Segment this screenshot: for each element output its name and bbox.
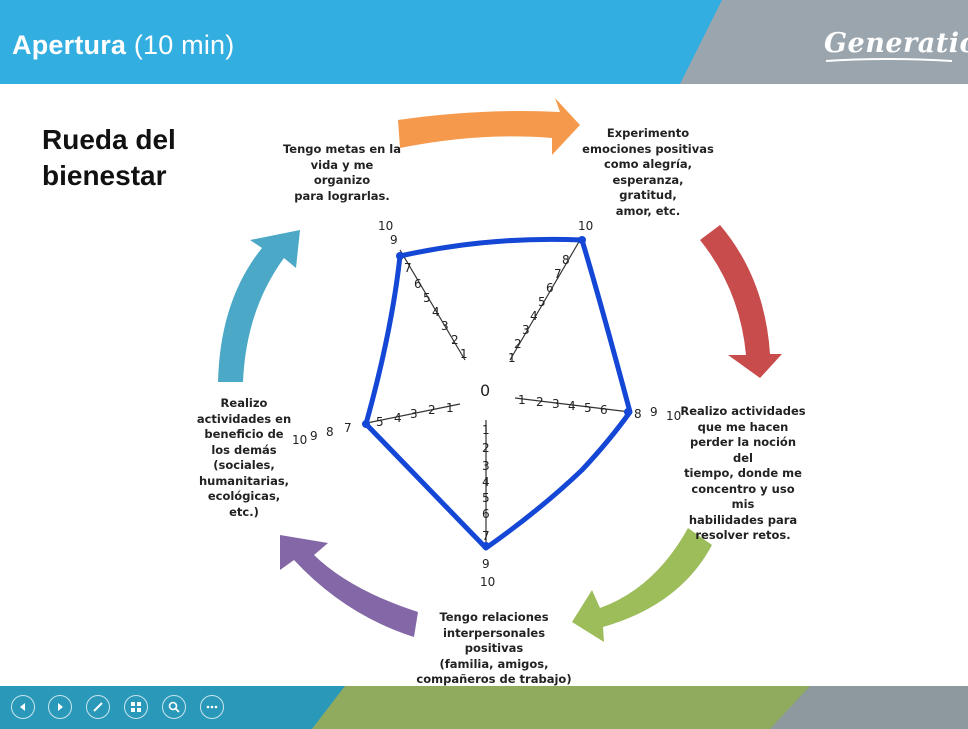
- svg-text:2: 2: [451, 333, 459, 347]
- svg-text:5: 5: [423, 291, 431, 305]
- header-bar: [0, 0, 968, 84]
- green-arrow: [572, 528, 712, 642]
- svg-text:8: 8: [326, 425, 334, 439]
- svg-text:3: 3: [441, 319, 449, 333]
- svg-text:4: 4: [432, 305, 440, 319]
- red-arrow: [700, 225, 782, 378]
- svg-text:10: 10: [666, 409, 681, 423]
- svg-text:7: 7: [482, 529, 490, 543]
- blue-arrow: [218, 230, 300, 382]
- wheel-center-zero: 0: [480, 381, 490, 400]
- svg-text:5: 5: [482, 491, 490, 505]
- svg-text:2: 2: [428, 403, 436, 417]
- svg-text:5: 5: [584, 401, 592, 415]
- svg-text:10: 10: [378, 219, 393, 233]
- svg-text:7: 7: [344, 421, 352, 435]
- svg-text:2: 2: [482, 441, 490, 455]
- svg-text:9: 9: [482, 557, 490, 571]
- svg-text:4: 4: [530, 309, 538, 323]
- slide-heading: Rueda del bienestar: [42, 124, 176, 191]
- svg-text:10: 10: [578, 219, 593, 233]
- svg-text:7: 7: [404, 261, 412, 275]
- previous-slide-button[interactable]: [11, 695, 35, 719]
- slide-title: Apertura (10 min): [12, 30, 235, 60]
- orange-arrow: [398, 98, 580, 155]
- svg-text:9: 9: [310, 429, 318, 443]
- slides-icon: [131, 702, 141, 712]
- svg-text:7: 7: [554, 267, 562, 281]
- svg-text:3: 3: [482, 459, 490, 473]
- svg-text:2: 2: [514, 337, 522, 351]
- svg-text:3: 3: [410, 407, 418, 421]
- footer-bar: [0, 686, 968, 729]
- svg-text:1: 1: [482, 423, 490, 437]
- purple-arrow: [280, 535, 418, 637]
- pen-tool-button[interactable]: [86, 695, 110, 719]
- svg-text:6: 6: [414, 277, 422, 291]
- previous-icon: [20, 703, 25, 711]
- more-options-button[interactable]: [200, 695, 224, 719]
- svg-text:10: 10: [292, 433, 307, 447]
- svg-text:1: 1: [446, 401, 454, 415]
- svg-text:2: 2: [536, 395, 544, 409]
- svg-text:5: 5: [538, 295, 546, 309]
- svg-text:8: 8: [634, 407, 642, 421]
- svg-text:6: 6: [600, 403, 608, 417]
- rating-polygon: [363, 236, 633, 551]
- svg-text:4: 4: [568, 399, 576, 413]
- svg-text:9: 9: [650, 405, 658, 419]
- next-icon: [58, 703, 63, 711]
- svg-text:4: 4: [394, 411, 402, 425]
- svg-text:6: 6: [482, 507, 490, 521]
- pen-icon: [93, 702, 103, 712]
- see-all-slides-button[interactable]: [124, 695, 148, 719]
- svg-text:1: 1: [518, 393, 526, 407]
- more-icon: [206, 705, 218, 709]
- generation-logo: Generation: [824, 28, 968, 62]
- svg-text:3: 3: [552, 397, 560, 411]
- svg-text:5: 5: [376, 415, 384, 429]
- svg-text:8: 8: [562, 253, 570, 267]
- next-slide-button[interactable]: [48, 695, 72, 719]
- svg-text:9: 9: [390, 233, 398, 247]
- svg-text:1: 1: [460, 347, 468, 361]
- svg-text:1: 1: [508, 351, 516, 365]
- svg-text:4: 4: [482, 475, 490, 489]
- svg-text:10: 10: [480, 575, 495, 589]
- svg-text:3: 3: [522, 323, 530, 337]
- zoom-button[interactable]: [162, 695, 186, 719]
- svg-text:6: 6: [546, 281, 554, 295]
- zoom-icon: [168, 701, 180, 713]
